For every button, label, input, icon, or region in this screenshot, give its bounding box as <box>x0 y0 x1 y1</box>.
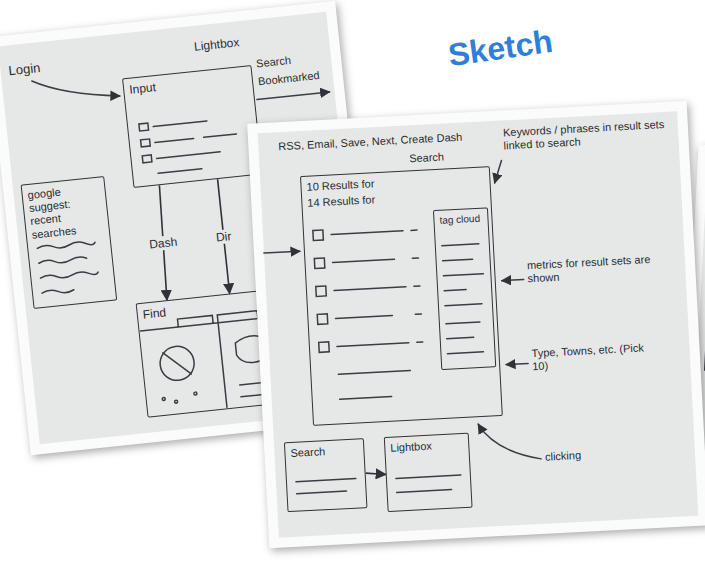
pen-stroke <box>415 313 421 315</box>
pen-stroke <box>153 121 207 127</box>
sketch-strokes <box>258 111 699 537</box>
sketch-note: Keywords / phrases in result sets linked… <box>503 118 669 153</box>
pen-stroke <box>313 230 324 241</box>
pen-stroke <box>141 139 151 147</box>
pen-stroke <box>412 257 418 259</box>
pen-stroke <box>37 240 95 250</box>
sketch-note: Search <box>256 54 292 71</box>
pen-stroke <box>158 169 202 174</box>
suggest-box: google suggest: recent searches <box>21 176 118 309</box>
pen-stroke <box>257 92 330 100</box>
pen-stroke <box>337 343 409 347</box>
pen-stroke <box>162 397 165 400</box>
sketch-note: clicking <box>545 444 666 463</box>
pen-stroke <box>396 475 462 492</box>
pen-stroke <box>142 155 152 163</box>
arrow-label: Dir <box>213 228 234 244</box>
pen-stroke <box>139 123 149 131</box>
page-title: Sketch <box>446 23 555 74</box>
pen-stroke <box>319 342 330 353</box>
pen-stroke <box>333 259 395 262</box>
node-text: tag cloud <box>439 213 483 227</box>
sketch-note: metrics for result sets are shown <box>527 253 658 286</box>
node-text: Search <box>290 443 359 460</box>
pen-stroke <box>331 231 403 235</box>
search-box: Search <box>284 438 368 512</box>
pen-stroke <box>502 280 524 281</box>
pen-stroke <box>335 315 392 318</box>
connector-layer <box>258 111 699 537</box>
node-text: 14 Results for <box>307 191 426 210</box>
pen-stroke <box>218 323 227 408</box>
pen-stroke <box>40 270 98 280</box>
node-text: Input <box>129 71 248 98</box>
sketch-note: Login <box>8 60 41 79</box>
sketch-note: Search <box>409 151 445 166</box>
pen-stroke <box>411 229 417 231</box>
results-screen: 10 Results for14 Results for tag cloud <box>300 166 503 426</box>
pen-stroke <box>506 363 528 364</box>
pen-stroke <box>157 152 221 159</box>
sidebar-box: tag cloud <box>433 207 496 370</box>
pen-stroke <box>39 256 87 265</box>
pen-stroke <box>158 345 195 382</box>
pen-stroke <box>163 350 191 377</box>
pen-stroke <box>314 258 325 269</box>
pen-stroke <box>334 287 406 291</box>
photo-frame: 10 Results for14 Results fortag cloudSea… <box>247 101 705 548</box>
pen-stroke <box>478 421 541 462</box>
pen-stroke <box>414 285 420 287</box>
pen-stroke <box>317 314 328 325</box>
arrow-label: Dash <box>147 234 180 251</box>
flow-arrow <box>366 472 386 476</box>
lightbox-box: Lightbox <box>384 433 473 512</box>
pen-stroke <box>316 286 327 297</box>
sketch-note: Lightbox <box>193 35 240 54</box>
pen-stroke <box>155 134 237 143</box>
pen-stroke <box>338 371 411 400</box>
sketch-note: RSS, Email, Save, Next, Create Dash <box>278 131 462 154</box>
pen-stroke <box>194 392 197 395</box>
sketch-note: Bookmarked <box>257 69 320 89</box>
pen-stroke <box>296 479 357 494</box>
pen-stroke <box>32 72 120 105</box>
pen-stroke <box>493 161 502 183</box>
whiteboard: 10 Results for14 Results fortag cloudSea… <box>258 111 699 537</box>
node-text: Lightbox <box>390 438 464 455</box>
screen-box: Input <box>122 65 263 188</box>
pen-stroke <box>264 251 300 253</box>
pen-stroke <box>417 341 423 343</box>
sketch-note: Type, Towns, etc. (Pick 10) <box>531 340 662 373</box>
node-text: 10 Results for <box>306 175 425 194</box>
pen-stroke <box>174 400 177 403</box>
pen-stroke <box>442 244 488 354</box>
pen-stroke <box>42 288 74 295</box>
pen-strokes <box>260 159 543 498</box>
node-text: google suggest: recent searches <box>27 182 104 242</box>
